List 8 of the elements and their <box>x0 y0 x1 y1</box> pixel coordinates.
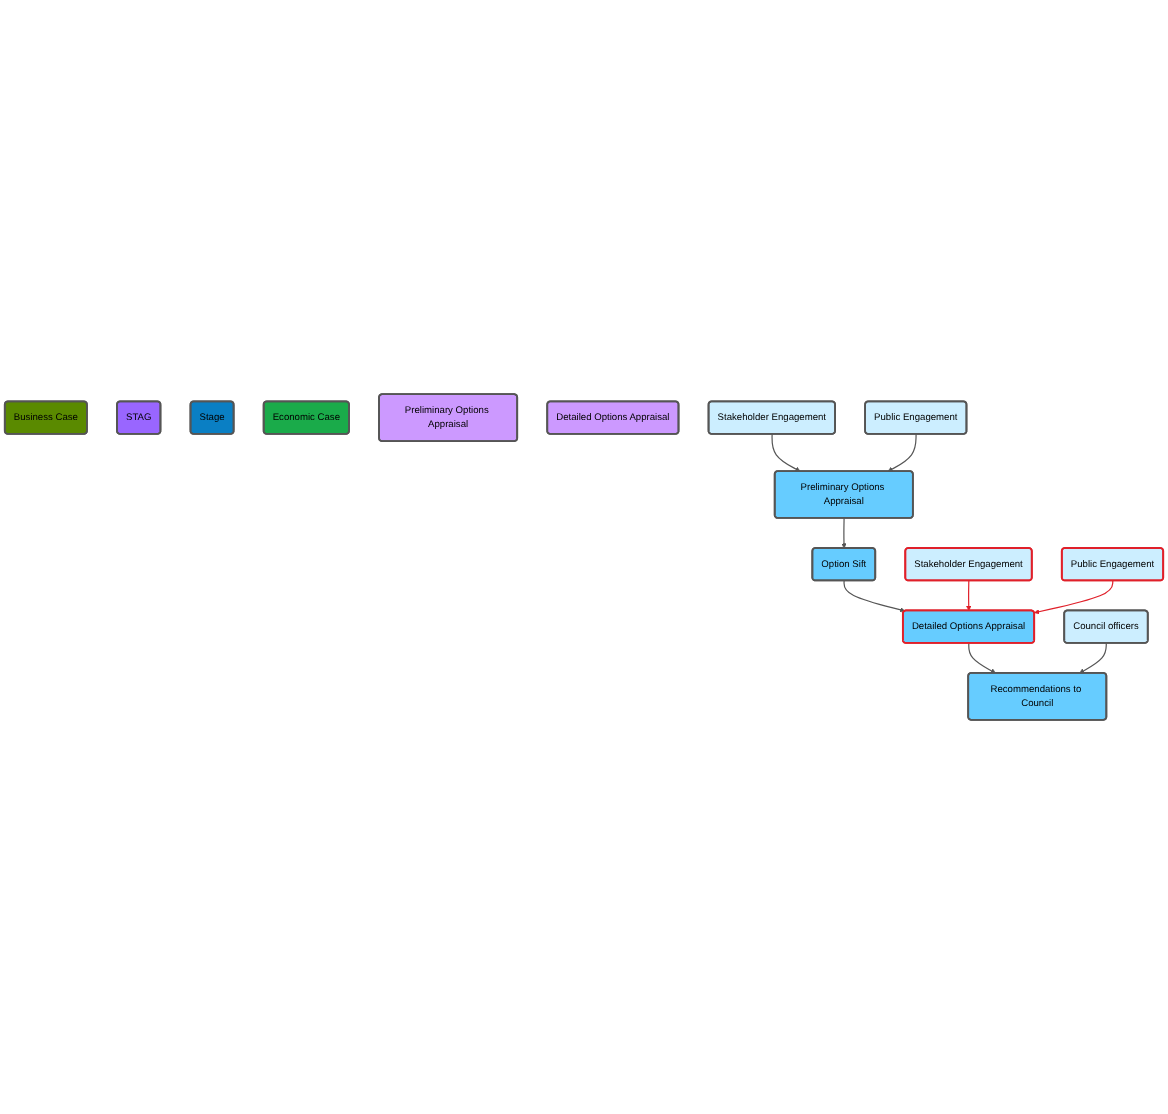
arrow <box>1079 642 1107 674</box>
arrow <box>887 433 917 472</box>
arrow <box>968 642 996 674</box>
arrow <box>841 517 847 549</box>
arrow <box>966 580 972 611</box>
arrow <box>771 433 801 472</box>
arrow <box>843 580 906 613</box>
arrow <box>1034 580 1114 615</box>
